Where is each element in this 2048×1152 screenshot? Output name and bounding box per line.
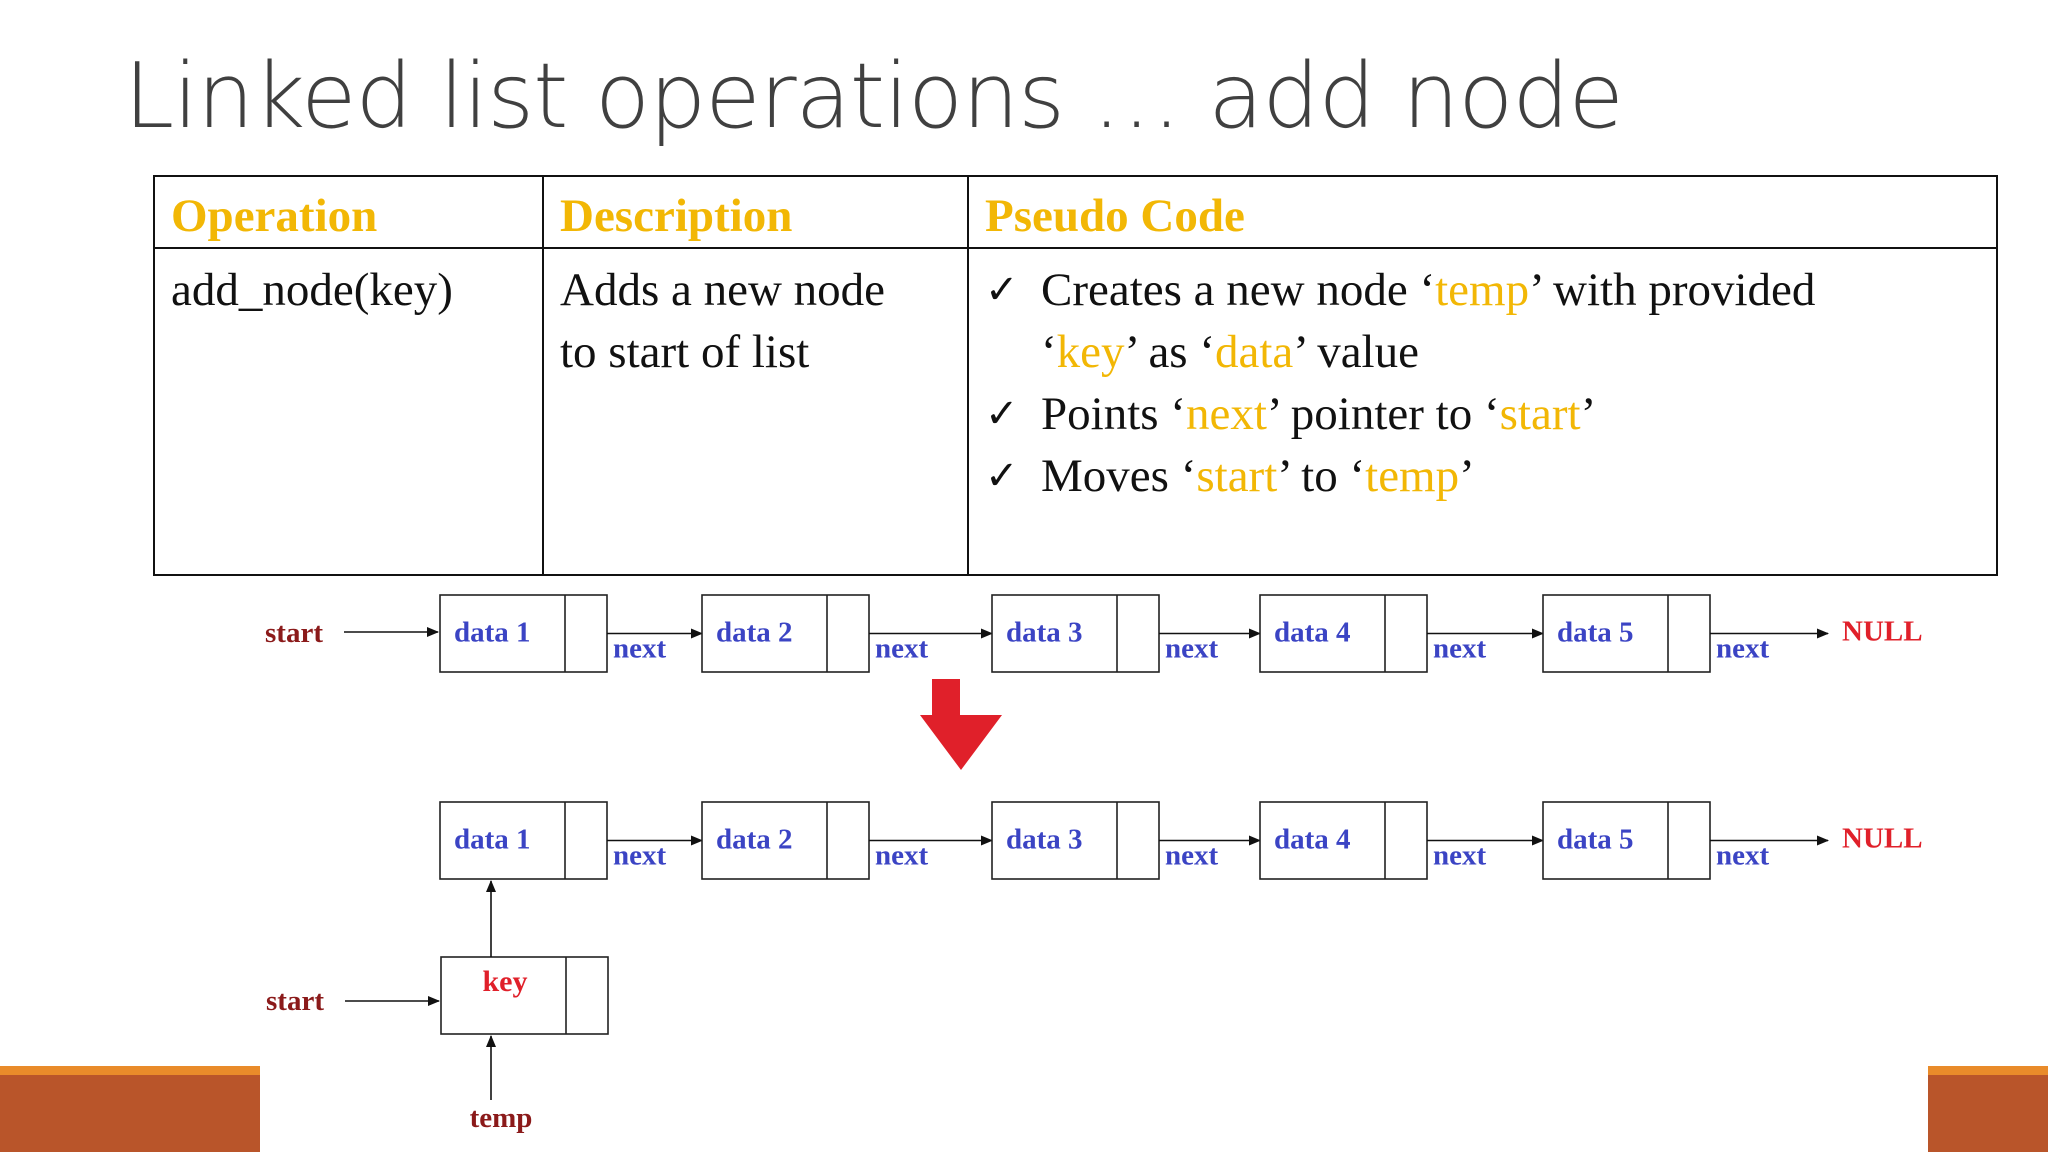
next-label: next [875,633,929,665]
check-icon: ✓ [985,453,1019,499]
next-label: next [613,633,667,665]
table-row: add_node(key) Adds a new node to start o… [153,247,1998,576]
description-cell: Adds a new node to start of list [542,247,969,576]
next-label: next [1165,633,1219,665]
header-description: Description [542,175,969,249]
node-box [1542,594,1711,673]
table-header-row: Operation Description Pseudo Code [153,175,1998,249]
node-box [1259,801,1428,880]
step-moves: ✓ Moves ‘start’ to ‘temp’ [985,445,1980,507]
node-data-label: data 3 [1006,824,1083,856]
node-box [991,801,1160,880]
new-node-group: key start temp [266,880,609,1134]
operation-cell: add_node(key) [153,247,544,576]
list-after: data 1 next data 2 next data 3 next data 4 next… [439,801,1923,880]
start-label: start [266,985,324,1017]
next-label: next [1433,633,1487,665]
node-data-label: data 4 [1274,617,1351,649]
new-node-box [440,956,609,1035]
node-data-label: data 4 [1274,824,1351,856]
next-label: next [1165,840,1219,872]
next-label: next [1716,633,1770,665]
node-data-label: data 1 [454,824,531,856]
null-label: NULL [1842,823,1923,855]
node-box [1259,594,1428,673]
list-before: data 1 next data 2 next data 3 next data 4 next… [265,594,1923,673]
node-data-label: data 2 [716,617,793,649]
check-icon: ✓ [985,391,1019,437]
key-label: key [483,965,528,998]
null-label: NULL [1842,616,1923,648]
node-data-label: data 3 [1006,617,1083,649]
header-operation: Operation [153,175,544,249]
node-data-label: data 1 [454,617,531,649]
pseudo-code-steps: ✓ Creates a new node ‘temp’ with provide… [985,259,1980,507]
pseudo-code-cell: ✓ Creates a new node ‘temp’ with provide… [967,247,1998,576]
next-label: next [1716,840,1770,872]
transition-arrow-icon [920,679,1002,770]
check-icon: ✓ [985,267,1019,313]
node-box [991,594,1160,673]
node-box [439,594,608,673]
next-label: next [613,840,667,872]
next-label: next [1433,840,1487,872]
node-data-label: data 5 [1557,617,1634,649]
description-line: Adds a new node [560,264,886,316]
node-box [701,594,870,673]
temp-label: temp [470,1102,533,1134]
step-points: ✓ Points ‘next’ pointer to ‘start’ [985,383,1980,445]
node-data-label: data 5 [1557,824,1634,856]
step-create-cont: ‘key’ as ‘data’ value [1041,326,1419,378]
description-line: to start of list [560,326,810,378]
node-box [701,801,870,880]
slide-title: Linked list operations … add node [124,44,1624,149]
header-pseudo-code: Pseudo Code [967,175,1998,249]
next-label: next [875,840,929,872]
node-data-label: data 2 [716,824,793,856]
operations-table: Operation Description Pseudo Code add_no… [153,175,1998,576]
content-panel [260,1056,1928,1152]
step-create: ✓ Creates a new node ‘temp’ with provide… [985,259,1980,321]
node-box [1542,801,1711,880]
start-label: start [265,617,323,649]
